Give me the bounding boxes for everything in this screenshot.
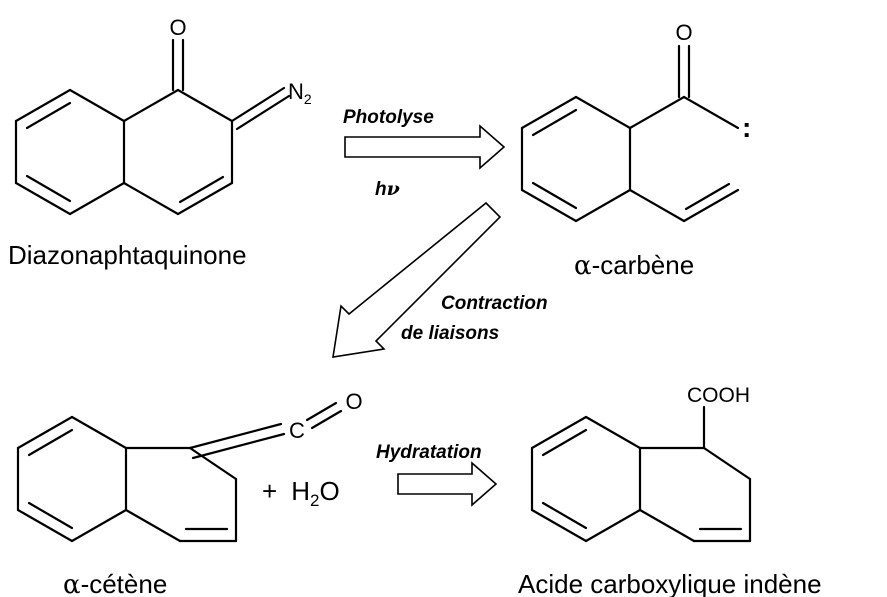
- cetene-five-ring: [124, 446, 238, 543]
- hydration-arrow: [397, 461, 498, 507]
- diazo-n2-group: N2: [230, 79, 312, 131]
- cetene-carbon-label: C: [289, 418, 305, 443]
- acid-benzene-ring: [530, 415, 642, 543]
- photolysis-label: Photolyse: [343, 107, 434, 128]
- photolysis-arrow: [344, 124, 506, 170]
- indene-carboxylic-acid-structure: COOH: [530, 384, 752, 543]
- diazo-benzene-ring: [14, 88, 126, 216]
- carbene-oxygen-label: O: [675, 20, 692, 45]
- contraction-label-line2: de liaisons: [401, 323, 499, 344]
- cetene-structure: C O: [16, 389, 363, 543]
- cetene-label: α-cétène: [63, 569, 167, 597]
- hydration-label: Hydratation: [376, 442, 482, 463]
- carbene-structure: O :: [520, 20, 751, 223]
- carbene-lone-pair: :: [742, 112, 751, 143]
- diazonaphthoquinone-structure: O N2: [14, 15, 312, 216]
- acid-cooh-group: COOH: [687, 384, 750, 450]
- carbene-label: α-carbène: [574, 250, 694, 281]
- diazo-oxygen-label: O: [169, 15, 186, 40]
- cetene-ketene-group: C O: [188, 389, 363, 460]
- diazonaphtaquinone-label: Diazonaphtaquinone: [8, 240, 247, 270]
- acid-label: Acide carboxylique indène: [518, 569, 822, 597]
- cooh-label: COOH: [687, 384, 750, 407]
- carbene-carbonyl: O: [675, 20, 693, 99]
- acid-five-ring: [638, 446, 752, 543]
- contraction-label-line1: Contraction: [441, 293, 548, 314]
- carbene-ring: [628, 95, 740, 223]
- cetene-benzene-ring: [16, 415, 128, 543]
- diazo-quinone-ring: [122, 88, 234, 216]
- hv-label: hν: [375, 178, 400, 200]
- contraction-arrow: [332, 201, 502, 358]
- n2-label: N2: [288, 79, 312, 107]
- water-reactant: +H2O: [262, 476, 340, 510]
- carbene-benzene-ring: [520, 95, 632, 223]
- cetene-oxygen-label: O: [345, 389, 362, 414]
- diazo-carbonyl: O: [169, 15, 187, 92]
